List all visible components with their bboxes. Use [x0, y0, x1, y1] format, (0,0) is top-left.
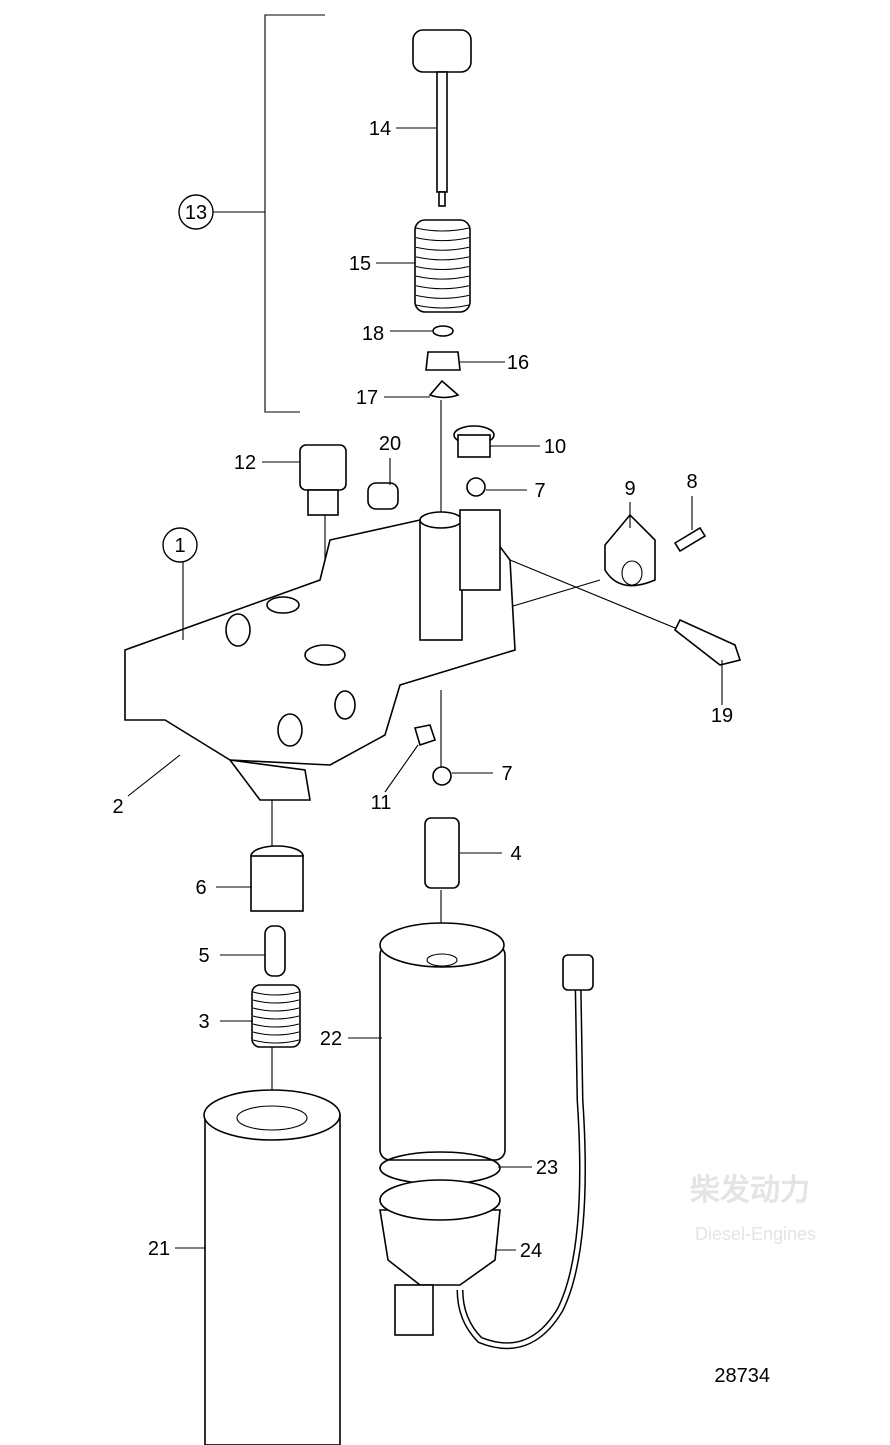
callout-22: 22: [320, 1028, 382, 1050]
callout-label: 19: [711, 705, 733, 727]
cone-17: [428, 379, 460, 399]
group-callout-13: 13: [178, 194, 214, 230]
spring-coil: [252, 991, 300, 996]
callout-label: 14: [369, 118, 391, 140]
callout-15: 15: [349, 253, 415, 275]
spring-coil: [252, 1007, 300, 1012]
knob-14: [412, 29, 472, 207]
callout-label: 18: [362, 323, 384, 345]
callout-14: 14: [369, 118, 436, 140]
bracket-9: [604, 513, 656, 587]
figure-number: 28734: [714, 1365, 770, 1387]
spring-coil: [252, 1015, 300, 1020]
nipple-4: [424, 817, 460, 889]
callout-label: 4: [510, 843, 521, 865]
callout-label: 7: [501, 763, 512, 785]
group-bracket: [213, 14, 325, 413]
watermark-en: Diesel-Engines: [695, 1224, 816, 1244]
pin-5: [264, 925, 286, 977]
cable-connector: [562, 954, 594, 991]
callout-label: 15: [349, 253, 371, 275]
plug-10: [453, 425, 495, 458]
spring-coil: [415, 275, 470, 280]
callout-8: 8: [686, 471, 698, 530]
callout-17: 17: [356, 387, 430, 409]
callout-19: 19: [711, 660, 733, 727]
ball-7-lower: [432, 766, 452, 786]
o-ring-18: [432, 325, 454, 337]
spring-coil: [252, 999, 300, 1004]
nut-16: [425, 351, 461, 371]
bolt-8: [673, 526, 707, 553]
callout-20: 20: [379, 433, 401, 485]
callout-5: 5: [198, 945, 265, 967]
water-bowl-24: [379, 1179, 501, 1336]
callout-16: 16: [460, 352, 529, 374]
callout-18: 18: [362, 323, 432, 345]
callout-6: 6: [195, 877, 252, 899]
callout-label: 2: [112, 796, 123, 818]
callout-label: 21: [148, 1238, 170, 1260]
callout-label: 12: [234, 452, 256, 474]
spring-15: [414, 219, 471, 313]
callout-4: 4: [460, 843, 522, 865]
callout-label: 7: [534, 480, 545, 502]
callout-24: 24: [495, 1240, 542, 1262]
spring-coil: [252, 1031, 300, 1036]
filter-housing: [124, 509, 516, 801]
callout-label: 11: [371, 792, 392, 814]
plug-11: [413, 724, 437, 747]
leader-line: [384, 744, 419, 793]
group-callout-1: 1: [162, 527, 198, 640]
callout-7: 7: [452, 763, 513, 785]
spring-coil: [252, 1039, 300, 1044]
callout-label: 10: [544, 436, 566, 458]
spring-coil: [415, 227, 470, 232]
cable-harness-inner: [458, 979, 585, 1348]
callout-7: 7: [486, 480, 546, 502]
callout-10: 10: [490, 436, 566, 458]
leader-line: [127, 754, 181, 797]
spring-coil: [415, 265, 470, 271]
spring-coil: [252, 1023, 300, 1028]
ball-7-upper: [466, 477, 486, 497]
fuel-filter-22: [379, 922, 506, 1161]
sensor-12: [299, 444, 347, 516]
sensor-19: [673, 618, 742, 666]
callout-label: 20: [379, 433, 401, 455]
callout-23: 23: [498, 1157, 558, 1179]
callout-label: 16: [507, 352, 529, 374]
watermark: 柴发动力 Diesel-Engines: [690, 1173, 816, 1244]
spring-coil: [415, 246, 470, 251]
oil-filter-21: [203, 1089, 341, 1445]
watermark-cn: 柴发动力: [690, 1173, 810, 1208]
spring-coil: [415, 285, 470, 290]
callout-label: 8: [686, 471, 697, 493]
spring-coil: [415, 256, 470, 261]
valve-6: [250, 845, 304, 912]
callout-label: 9: [624, 478, 635, 500]
callout-label: 23: [536, 1157, 558, 1179]
callout-label: 13: [185, 202, 207, 224]
callout-label: 5: [198, 945, 209, 967]
spring-coil: [415, 294, 470, 299]
callouts: 14 15 18 16 17 12 20 10 7 9 8 19 2 11 7 4 6 5 3 22 23 24 21: [112, 118, 733, 1262]
bushing-20: [367, 482, 399, 510]
callout-label: 3: [198, 1011, 209, 1033]
callout-label: 22: [320, 1028, 342, 1050]
callout-label: 17: [356, 387, 378, 409]
spring-coil: [415, 237, 470, 242]
callout-11: 11: [371, 744, 419, 814]
callout-2: 2: [112, 754, 181, 818]
callout-12: 12: [234, 452, 300, 474]
callout-label: 24: [520, 1240, 542, 1262]
callout-label: 6: [195, 877, 206, 899]
callout-3: 3: [198, 1011, 253, 1033]
spring-coil: [415, 304, 470, 309]
spring-3: [251, 984, 301, 1048]
callout-9: 9: [624, 478, 636, 528]
callout-label: 1: [174, 535, 185, 557]
callout-21: 21: [148, 1238, 206, 1260]
